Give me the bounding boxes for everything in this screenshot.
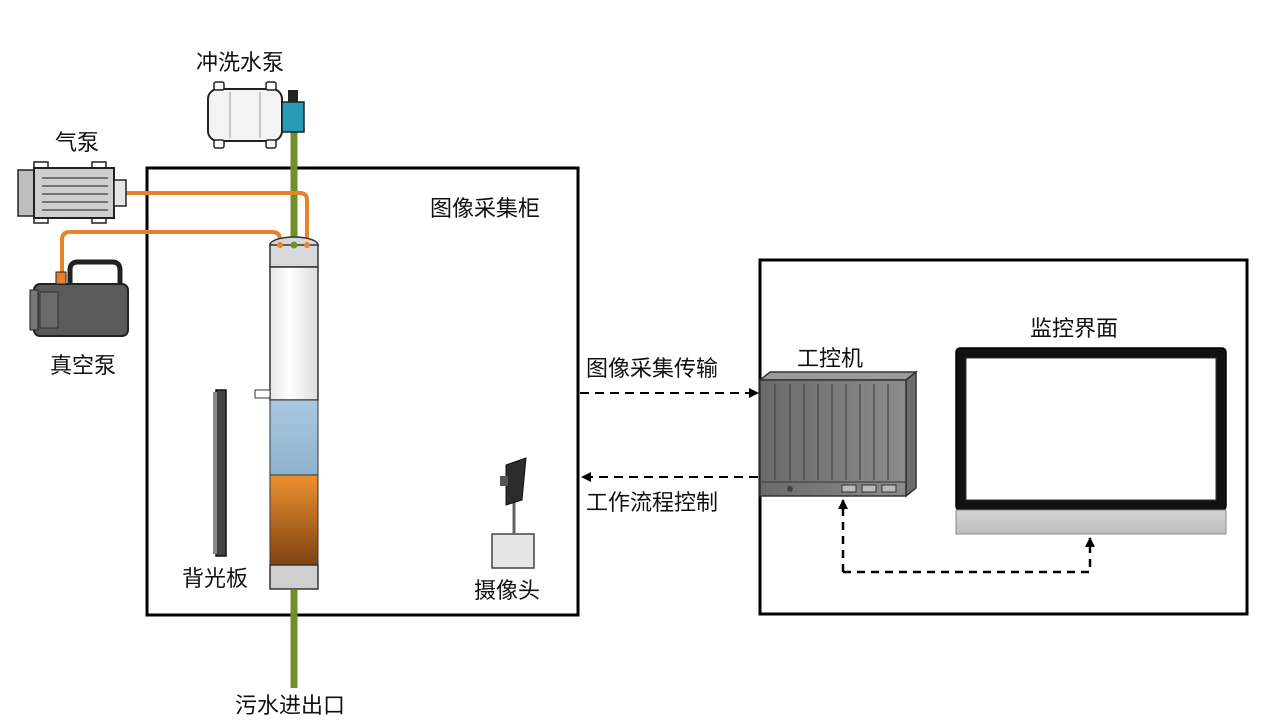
monitor (955, 347, 1227, 535)
pump-head-icon (281, 101, 305, 133)
vacuum-pump (29, 259, 129, 337)
monitor-label: 监控界面 (1030, 317, 1118, 342)
ipc-label: 工控机 (797, 347, 863, 372)
air-pipe (60, 191, 309, 276)
flush-pump (207, 81, 305, 149)
air-pump-label: 气泵 (55, 131, 99, 156)
clear-water-layer (269, 399, 319, 476)
settling-column (254, 236, 319, 590)
vacuum-pump-label: 真空泵 (50, 354, 116, 379)
ipc-monitor-link (838, 499, 1095, 574)
camera-label: 摄像头 (474, 579, 540, 604)
cabinet-frame (145, 166, 580, 617)
image-transfer-label: 图像采集传输 (586, 357, 718, 382)
sewage-port-label: 污水进出口 (235, 694, 345, 719)
backlight-label: 背光板 (182, 567, 248, 592)
sludge-layer (269, 474, 319, 566)
backlight-panel (213, 389, 227, 557)
flush-pump-label: 冲洗水泵 (196, 51, 284, 76)
cabinet-label: 图像采集柜 (430, 197, 540, 222)
monitor-screen (965, 357, 1217, 501)
workflow-control-label: 工作流程控制 (586, 491, 718, 516)
camera-icon (491, 457, 535, 569)
air-pump (17, 161, 127, 224)
industrial-pc (757, 370, 919, 498)
